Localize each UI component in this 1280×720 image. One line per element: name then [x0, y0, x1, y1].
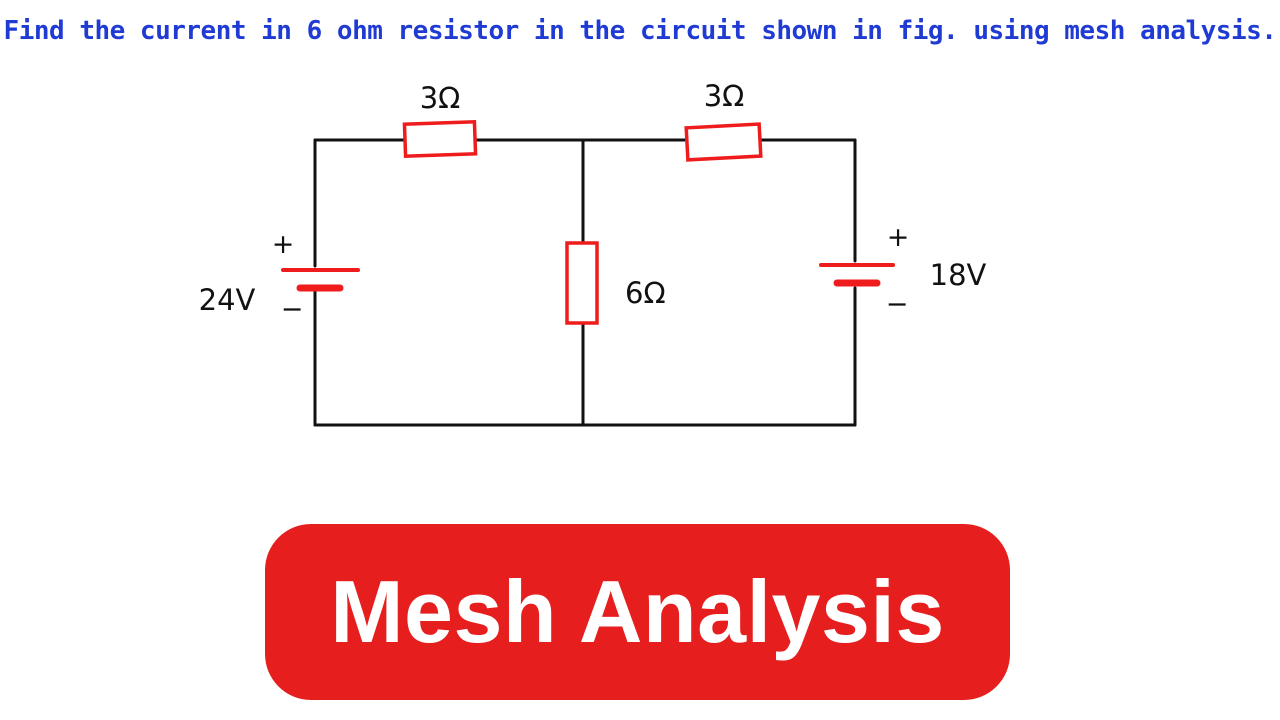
- battery-v1-label: 24V: [199, 283, 256, 317]
- battery-v1-plus-sign: +: [272, 229, 295, 260]
- battery-v1-minus-sign: −: [281, 294, 304, 325]
- resistor-r1-label: 3Ω: [420, 81, 461, 115]
- battery-v2-plus-sign: +: [887, 222, 910, 253]
- banner-label: Mesh Analysis: [330, 562, 945, 661]
- resistor-r2-body: [684, 122, 763, 162]
- resistor-r3-label: 6Ω: [625, 276, 666, 310]
- battery-v2-minus-sign: −: [886, 289, 909, 320]
- resistor-r2-label: 3Ω: [704, 79, 745, 113]
- resistor-r1-body: [402, 119, 478, 159]
- mesh-analysis-banner: Mesh Analysis: [265, 524, 1010, 700]
- problem-title: Find the current in 6 ohm resistor in th…: [3, 16, 1277, 46]
- resistor-r3-body: [565, 241, 599, 325]
- battery-v2-label: 18V: [930, 258, 987, 292]
